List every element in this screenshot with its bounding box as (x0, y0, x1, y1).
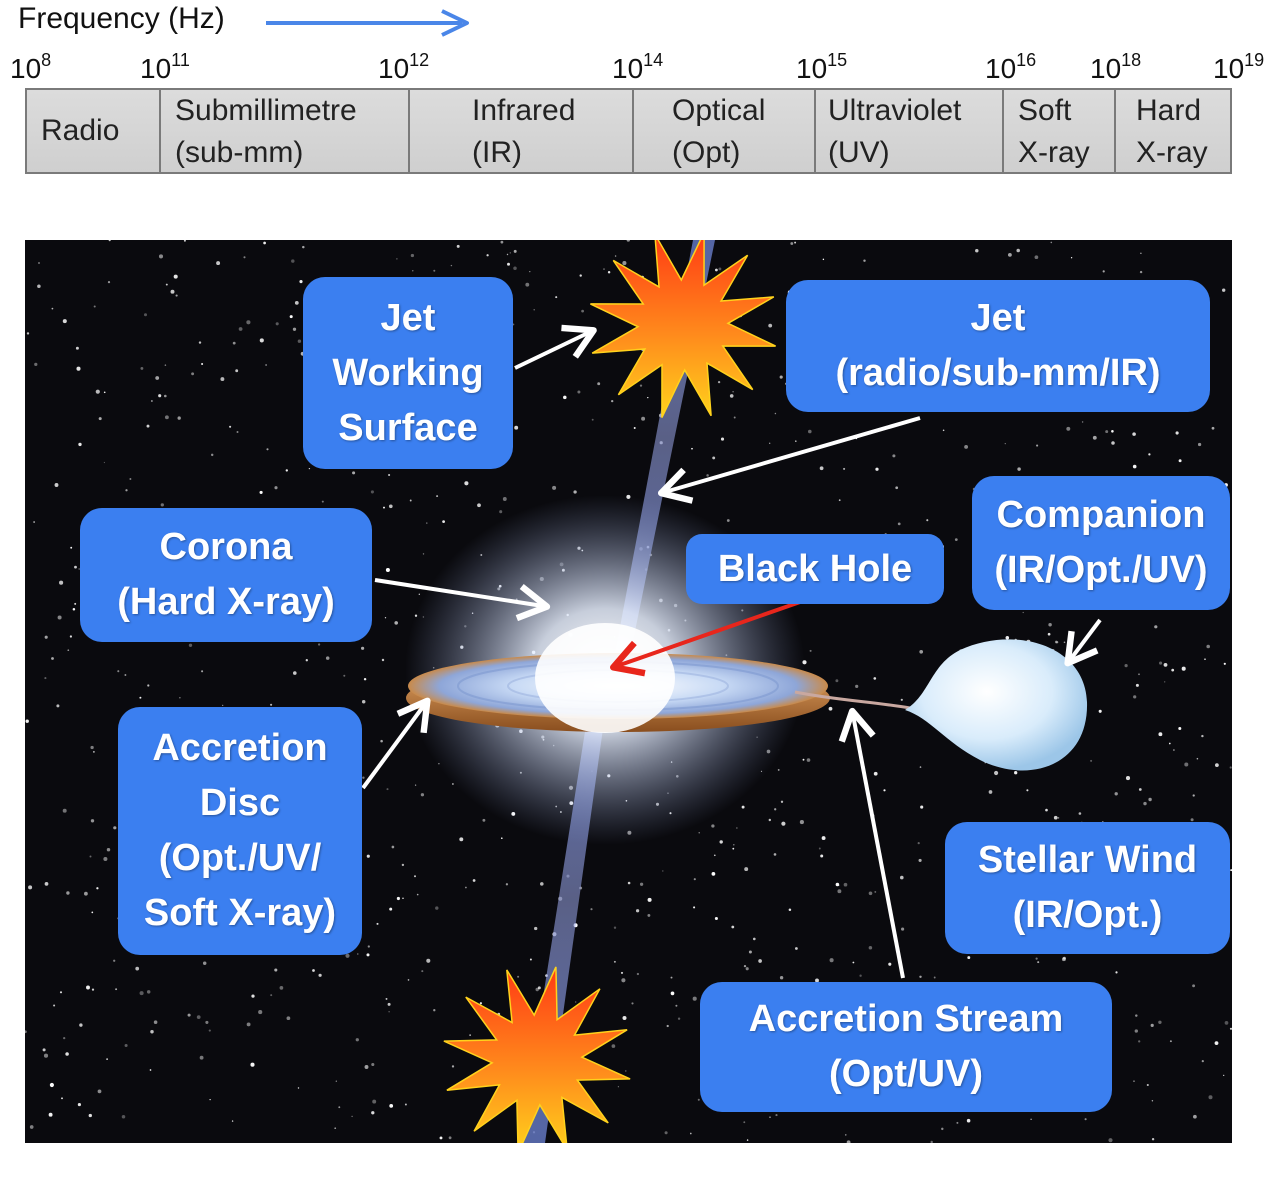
frequency-tick: 1018 (1090, 50, 1142, 84)
spectrum-band: Ultraviolet (UV) (816, 90, 1004, 172)
label-jet: Jet (radio/sub-mm/IR) (786, 280, 1210, 412)
band-label: Submillimetre (175, 94, 357, 127)
frequency-arrow-icon (266, 9, 469, 37)
frequency-tick: 1019 (1213, 50, 1265, 84)
arrow-jet-working-surface (514, 324, 597, 370)
band-label: Hard (1136, 94, 1202, 127)
band-label: Radio (41, 114, 120, 147)
frequency-tick: 1016 (985, 50, 1037, 84)
spectrum-band: Radio (27, 90, 161, 172)
band-label: (sub-mm) (175, 136, 304, 169)
band-label: X-ray (1136, 136, 1208, 169)
band-label: (IR) (472, 136, 522, 169)
band-label: Ultraviolet (828, 94, 962, 127)
label-companion: Companion (IR/Opt./UV) (972, 476, 1230, 610)
frequency-tick: 1014 (612, 50, 664, 84)
companion-star (905, 639, 1088, 771)
spectrum-band-bar: Radio Submillimetre (sub-mm) Infrared (IR) Op… (25, 88, 1232, 174)
band-label: Infrared (472, 94, 576, 127)
arrow-accretion-disc (361, 697, 431, 790)
accretion-stream (794, 690, 911, 710)
spectrum-band: Submillimetre (sub-mm) (161, 90, 410, 172)
spectrum-band: Optical (Opt) (634, 90, 816, 172)
spectrum-band: Infrared (IR) (410, 90, 634, 172)
arrow-black-hole (610, 600, 801, 677)
jet-working-surface-lower (443, 966, 631, 1143)
label-jet-working-surface: Jet Working Surface (303, 277, 513, 469)
black-hole-core (535, 623, 675, 733)
label-stellar-wind: Stellar Wind (IR/Opt.) (945, 822, 1230, 954)
label-black-hole: Black Hole (686, 534, 944, 604)
frequency-tick: 1015 (796, 50, 848, 84)
frequency-tick: 1011 (140, 50, 190, 84)
band-label: Soft (1018, 94, 1072, 127)
arrow-companion (1064, 618, 1102, 667)
arrow-accretion-stream (838, 707, 905, 979)
label-accretion-stream: Accretion Stream (Opt/UV) (700, 982, 1112, 1112)
band-label: Optical (672, 94, 766, 127)
band-label: (Opt) (672, 136, 741, 169)
frequency-tick: 1012 (378, 50, 430, 84)
label-accretion-disc: Accretion Disc (Opt./UV/ Soft X-ray) (118, 707, 362, 955)
label-corona: Corona (Hard X-ray) (80, 508, 372, 642)
frequency-axis-title: Frequency (Hz) (18, 2, 225, 35)
arrow-corona (374, 578, 551, 622)
arrow-jet (657, 416, 921, 504)
band-label: X-ray (1018, 136, 1090, 169)
band-label: (UV) (828, 136, 890, 169)
frequency-tick: 108 (10, 50, 52, 84)
